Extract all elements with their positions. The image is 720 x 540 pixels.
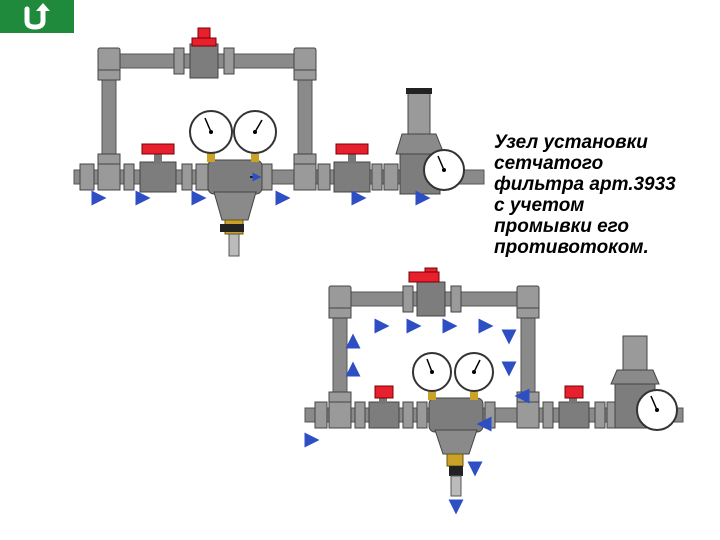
mesh-filter: [428, 397, 484, 497]
caption-line: Узел установки: [494, 132, 648, 153]
fitting: [97, 47, 317, 165]
diagram-caption: Узел установки сетчатого фильтра арт.393…: [494, 132, 716, 258]
bypass-ball-valve: [189, 27, 219, 79]
caption-line: сетчатого: [494, 153, 604, 174]
bypass-pipe: [332, 291, 536, 411]
caption-line: фильтра арт.3933: [494, 174, 676, 195]
u-turn-arrow-icon: [24, 3, 50, 30]
outlet-pressure-gauge: [636, 389, 678, 431]
outlet-ball-valve: [333, 143, 371, 193]
inlet-ball-valve: [139, 143, 177, 193]
caption-line: противотоком.: [494, 237, 649, 258]
outlet-pressure-gauge: [423, 149, 465, 191]
filter-unit-normal-flow-scheme: [73, 27, 485, 257]
caption-line: промывки его: [494, 216, 629, 237]
mesh-filter: [207, 159, 263, 257]
back-button[interactable]: [0, 0, 74, 33]
outlet-ball-valve: [558, 385, 590, 429]
pressure-gauge: [454, 352, 494, 400]
pressure-gauge: [412, 352, 452, 400]
inlet-ball-valve: [368, 385, 400, 429]
caption-line: с учетом: [494, 195, 585, 216]
bypass-ball-valve: [408, 267, 446, 317]
filter-unit-backflush-scheme: [304, 267, 684, 515]
pressure-gauge: [233, 110, 277, 162]
flow-arrows: [304, 318, 530, 515]
fitting: [79, 163, 399, 191]
pressure-gauge: [189, 110, 233, 162]
